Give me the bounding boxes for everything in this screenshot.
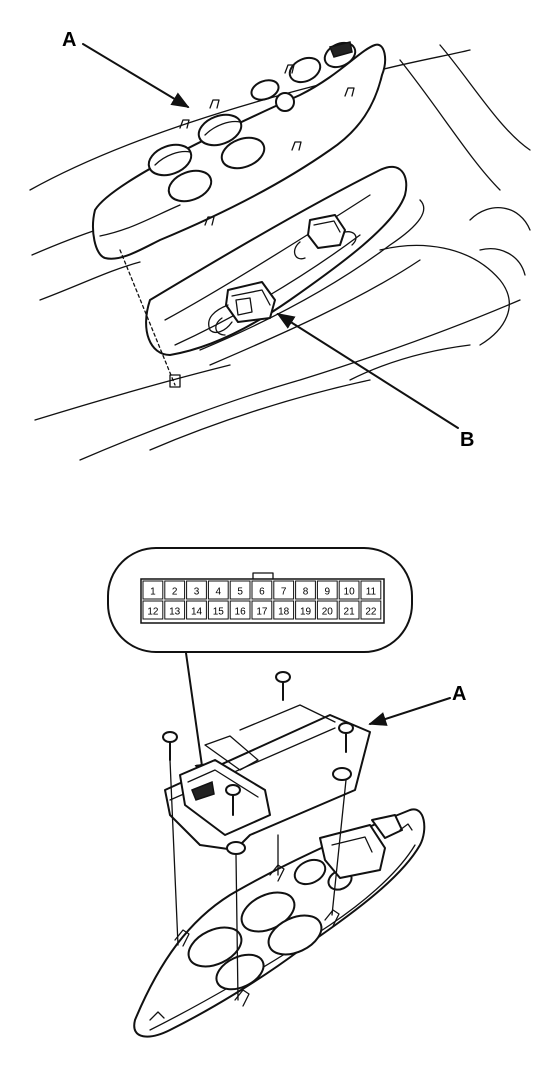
screw-4 [225, 784, 241, 1001]
pin-cell [316, 600, 338, 620]
pin-cell [186, 600, 207, 620]
pin-number: 17 [256, 607, 268, 618]
pin-cell [295, 600, 316, 620]
callout-b-label: B [460, 429, 474, 451]
pin-cell [338, 580, 360, 600]
pin-cell [273, 580, 295, 600]
pin-number: 20 [322, 607, 334, 618]
pin-cell [338, 600, 360, 620]
pin-number: 15 [213, 607, 225, 618]
fastener-guide-line [119, 249, 176, 386]
pin-number: 9 [325, 587, 331, 598]
pin-number: 16 [235, 607, 247, 618]
screw-3 [331, 722, 354, 916]
pin-cell [142, 580, 164, 600]
pin-cell [273, 600, 295, 620]
callout-a-top-label: A [62, 29, 76, 51]
callout-a-top-arrow [82, 43, 190, 108]
pin-number: 18 [278, 607, 290, 618]
pin-number: 4 [216, 587, 222, 598]
pin-number: 3 [194, 587, 200, 598]
callout-b-arrow [276, 313, 459, 429]
pin-number: 21 [344, 607, 356, 618]
pin-number: 11 [366, 587, 377, 598]
pin-number: 8 [303, 587, 309, 598]
pin-cell [360, 580, 382, 600]
pin-number: 19 [300, 607, 312, 618]
connector-key-tab [252, 572, 274, 580]
top-illustration: A B [29, 29, 531, 461]
harness-connector-2 [293, 214, 357, 260]
pin-cell [360, 600, 382, 620]
pin-number: 1 [150, 587, 156, 598]
callout-a-bottom-label: A [452, 683, 466, 705]
pin-number: 6 [259, 587, 265, 598]
pin-cell [251, 580, 273, 600]
pin-number: 22 [365, 607, 377, 618]
pin-number: 2 [172, 587, 178, 598]
pin-cell [316, 580, 338, 600]
pin-number: 14 [191, 607, 203, 618]
pin-number: 13 [169, 607, 181, 618]
callout-a-bottom-arrow [368, 697, 451, 726]
pin-cell [251, 600, 273, 620]
pin-cell [164, 600, 186, 620]
pin-cell [207, 580, 229, 600]
pin-cell [207, 600, 229, 620]
pin-cell [164, 580, 186, 600]
pin-number: 5 [237, 587, 243, 598]
screws [162, 671, 354, 1001]
pin-cell [186, 580, 207, 600]
pin-cell [142, 600, 164, 620]
pin-cell [295, 580, 316, 600]
switch-panel-top [92, 41, 387, 260]
connector-b [208, 281, 276, 336]
lower-trim-panel [133, 808, 426, 1038]
screw-1 [162, 731, 179, 946]
pin-number: 7 [281, 587, 287, 598]
clip-hole [169, 374, 181, 388]
bottom-illustration: A [133, 671, 466, 1038]
pin-cell [229, 580, 251, 600]
armrest-housing [145, 165, 425, 366]
pinout-leader-arrow [185, 652, 209, 782]
pin-number: 10 [344, 587, 356, 598]
switch-assembly [164, 704, 371, 855]
door-trim-lines [29, 44, 531, 461]
screw-2 [275, 671, 291, 701]
pin-cell [229, 600, 251, 620]
pin-number: 12 [147, 607, 159, 618]
